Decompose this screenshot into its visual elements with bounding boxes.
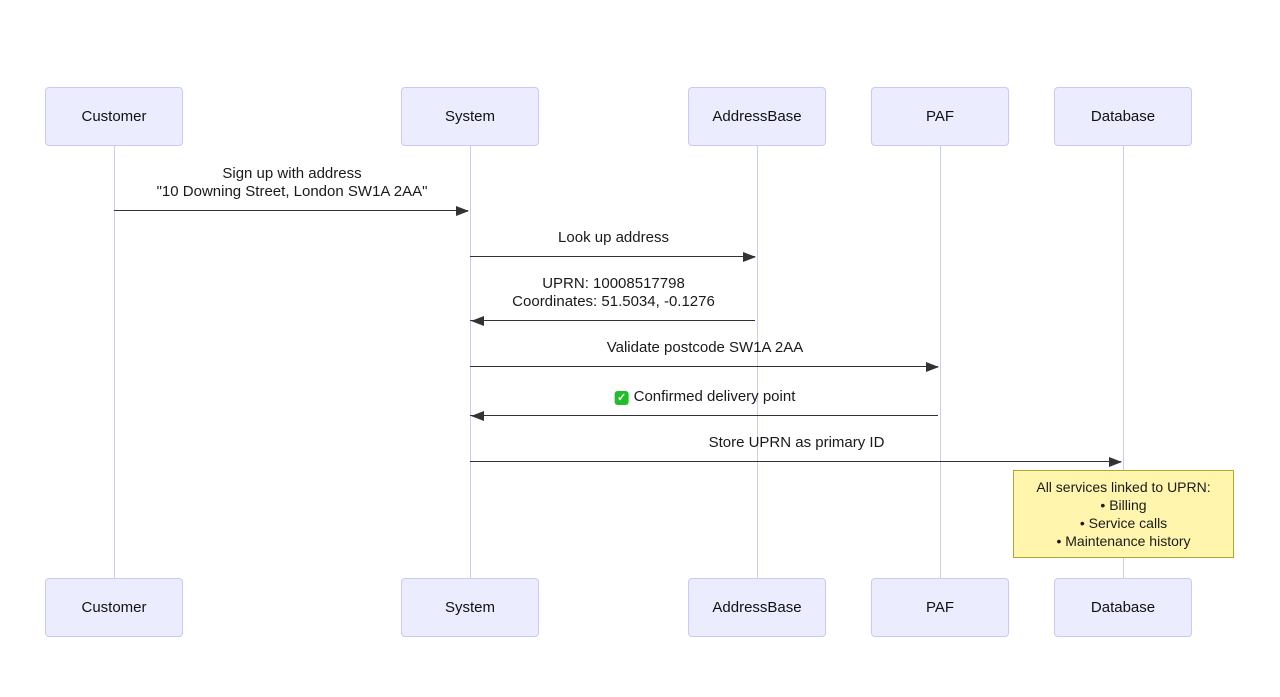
- message-text: Sign up with address: [222, 165, 362, 182]
- message-label-4: ✓ Confirmed delivery point: [614, 387, 796, 406]
- check-icon: ✓: [614, 390, 629, 405]
- lifeline-system: [469, 146, 471, 578]
- actor-label-paf-bottom: PAF: [925, 599, 955, 616]
- message-text: "10 Downing Street, London SW1A 2AA": [156, 182, 428, 200]
- lifeline-paf: [939, 146, 941, 578]
- actor-box-system-top: System: [401, 87, 539, 146]
- note-line: All services linked to UPRN:: [1036, 479, 1211, 495]
- message-arrowhead-4: [471, 411, 484, 421]
- actor-label-database-top: Database: [1090, 108, 1156, 125]
- lifeline-customer: [113, 146, 115, 578]
- note-box: All services linked to UPRN: • Billing • S…: [1013, 470, 1234, 558]
- message-label-line: "10 Downing Street, London SW1A 2AA": [157, 183, 428, 201]
- actor-label-customer-top: Customer: [81, 108, 147, 125]
- message-label-line: Store UPRN as primary ID: [709, 434, 885, 452]
- lifeline-addressbase: [756, 146, 758, 578]
- message-label-line: Sign up with address: [157, 165, 428, 183]
- message-arrowhead-0: [456, 206, 469, 216]
- actor-label-system-top: System: [444, 108, 495, 125]
- actor-box-database-bottom: Database: [1054, 578, 1192, 637]
- actor-label-addressbase-top: AddressBase: [712, 108, 802, 125]
- message-text: Validate postcode SW1A 2AA: [606, 338, 804, 356]
- actor-label-addressbase-bottom: AddressBase: [712, 599, 802, 616]
- message-arrow-line-5: [470, 461, 1121, 462]
- message-text: UPRN: 10008517798: [542, 275, 685, 292]
- message-label-0: Sign up with address"10 Downing Street, …: [157, 165, 428, 200]
- actor-label-customer-bottom: Customer: [81, 599, 147, 616]
- actor-box-addressbase-bottom: AddressBase: [688, 578, 826, 637]
- actor-box-paf-bottom: PAF: [871, 578, 1009, 637]
- note-line: • Service calls: [1079, 515, 1168, 531]
- actor-box-system-bottom: System: [401, 578, 539, 637]
- message-label-line: Look up address: [558, 229, 669, 247]
- note-line: • Maintenance history: [1056, 533, 1191, 549]
- actor-box-customer-bottom: Customer: [45, 578, 183, 637]
- message-text: Coordinates: 51.5034, -0.1276: [512, 292, 715, 310]
- actor-label-system-bottom: System: [444, 599, 495, 616]
- actor-label-database-bottom: Database: [1090, 599, 1156, 616]
- lifeline-database: [1122, 146, 1124, 578]
- message-text: Store UPRN as primary ID: [708, 433, 885, 451]
- message-label-line: UPRN: 10008517798: [512, 275, 715, 293]
- message-arrowhead-5: [1109, 457, 1122, 467]
- message-text: Look up address: [558, 228, 669, 246]
- message-label-5: Store UPRN as primary ID: [709, 434, 885, 452]
- message-label-line: ✓ Confirmed delivery point: [614, 387, 796, 406]
- message-label-3: Validate postcode SW1A 2AA: [607, 339, 804, 357]
- message-arrow-line-3: [470, 366, 938, 367]
- message-arrowhead-1: [743, 252, 756, 262]
- message-text: Confirmed delivery point: [633, 387, 796, 405]
- message-arrow-line-0: [114, 210, 468, 211]
- message-arrow-line-2: [470, 320, 755, 321]
- actor-box-database-top: Database: [1054, 87, 1192, 146]
- message-arrow-line-4: [470, 415, 938, 416]
- actor-label-paf-top: PAF: [925, 108, 955, 125]
- message-arrowhead-3: [926, 362, 939, 372]
- message-arrowhead-2: [471, 316, 484, 326]
- note-line: • Billing: [1100, 497, 1147, 513]
- message-label-1: Look up address: [558, 229, 669, 247]
- message-label-line: Validate postcode SW1A 2AA: [607, 339, 804, 357]
- message-label-line: Coordinates: 51.5034, -0.1276: [512, 293, 715, 311]
- actor-box-paf-top: PAF: [871, 87, 1009, 146]
- actor-box-addressbase-top: AddressBase: [688, 87, 826, 146]
- message-arrow-line-1: [470, 256, 755, 257]
- actor-box-customer-top: Customer: [45, 87, 183, 146]
